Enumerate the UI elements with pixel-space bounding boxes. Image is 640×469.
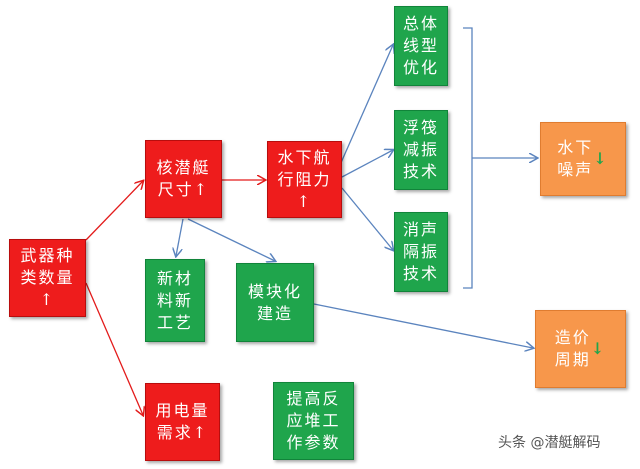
node-underwater-noise: 水下 噪声 ↓ [540, 122, 626, 196]
arrow-size-to-material [176, 218, 184, 256]
arrow-size-to-modular [187, 218, 275, 261]
node-modular-build: 模块化 建造 [236, 263, 314, 342]
node-power-demand: 用电量 需求↑ [145, 383, 220, 461]
node-sub-resistance: 水下航 行阻力 ↑ [267, 141, 342, 218]
noise-label: 水下 噪声 [557, 138, 594, 179]
arrow-weapon-to-size [85, 181, 143, 241]
arrow-modular-to-cost [313, 303, 533, 348]
arrow-weapon-to-power [85, 282, 143, 415]
bracket-noise-group [463, 27, 473, 289]
node-raft-damping: 浮筏 减振 技术 [394, 110, 448, 190]
arrow-resist-to-silence [341, 187, 393, 250]
node-reactor-params: 提高反 应堆工 作参数 [273, 382, 354, 460]
node-sub-size: 核潜艇 尺寸↑ [145, 140, 222, 218]
down-arrow-icon: ↓ [593, 149, 609, 168]
watermark: 头条 @潜艇解码 [498, 435, 601, 451]
node-weapon-count: 武器种 类数量 ↑ [9, 239, 86, 317]
arrow-resist-to-hull [339, 45, 393, 166]
down-arrow-icon: ↓ [590, 339, 607, 358]
node-cost-cycle: 造价 周期 ↓ [535, 310, 626, 388]
node-silencing-isolation: 消声 隔振 技术 [394, 212, 448, 292]
node-hull-optimization: 总体 线型 优化 [394, 6, 448, 86]
arrow-resist-to-raft [341, 150, 393, 178]
cost-label: 造价 周期 [554, 328, 591, 369]
node-new-material: 新材 料新 工艺 [145, 259, 205, 342]
